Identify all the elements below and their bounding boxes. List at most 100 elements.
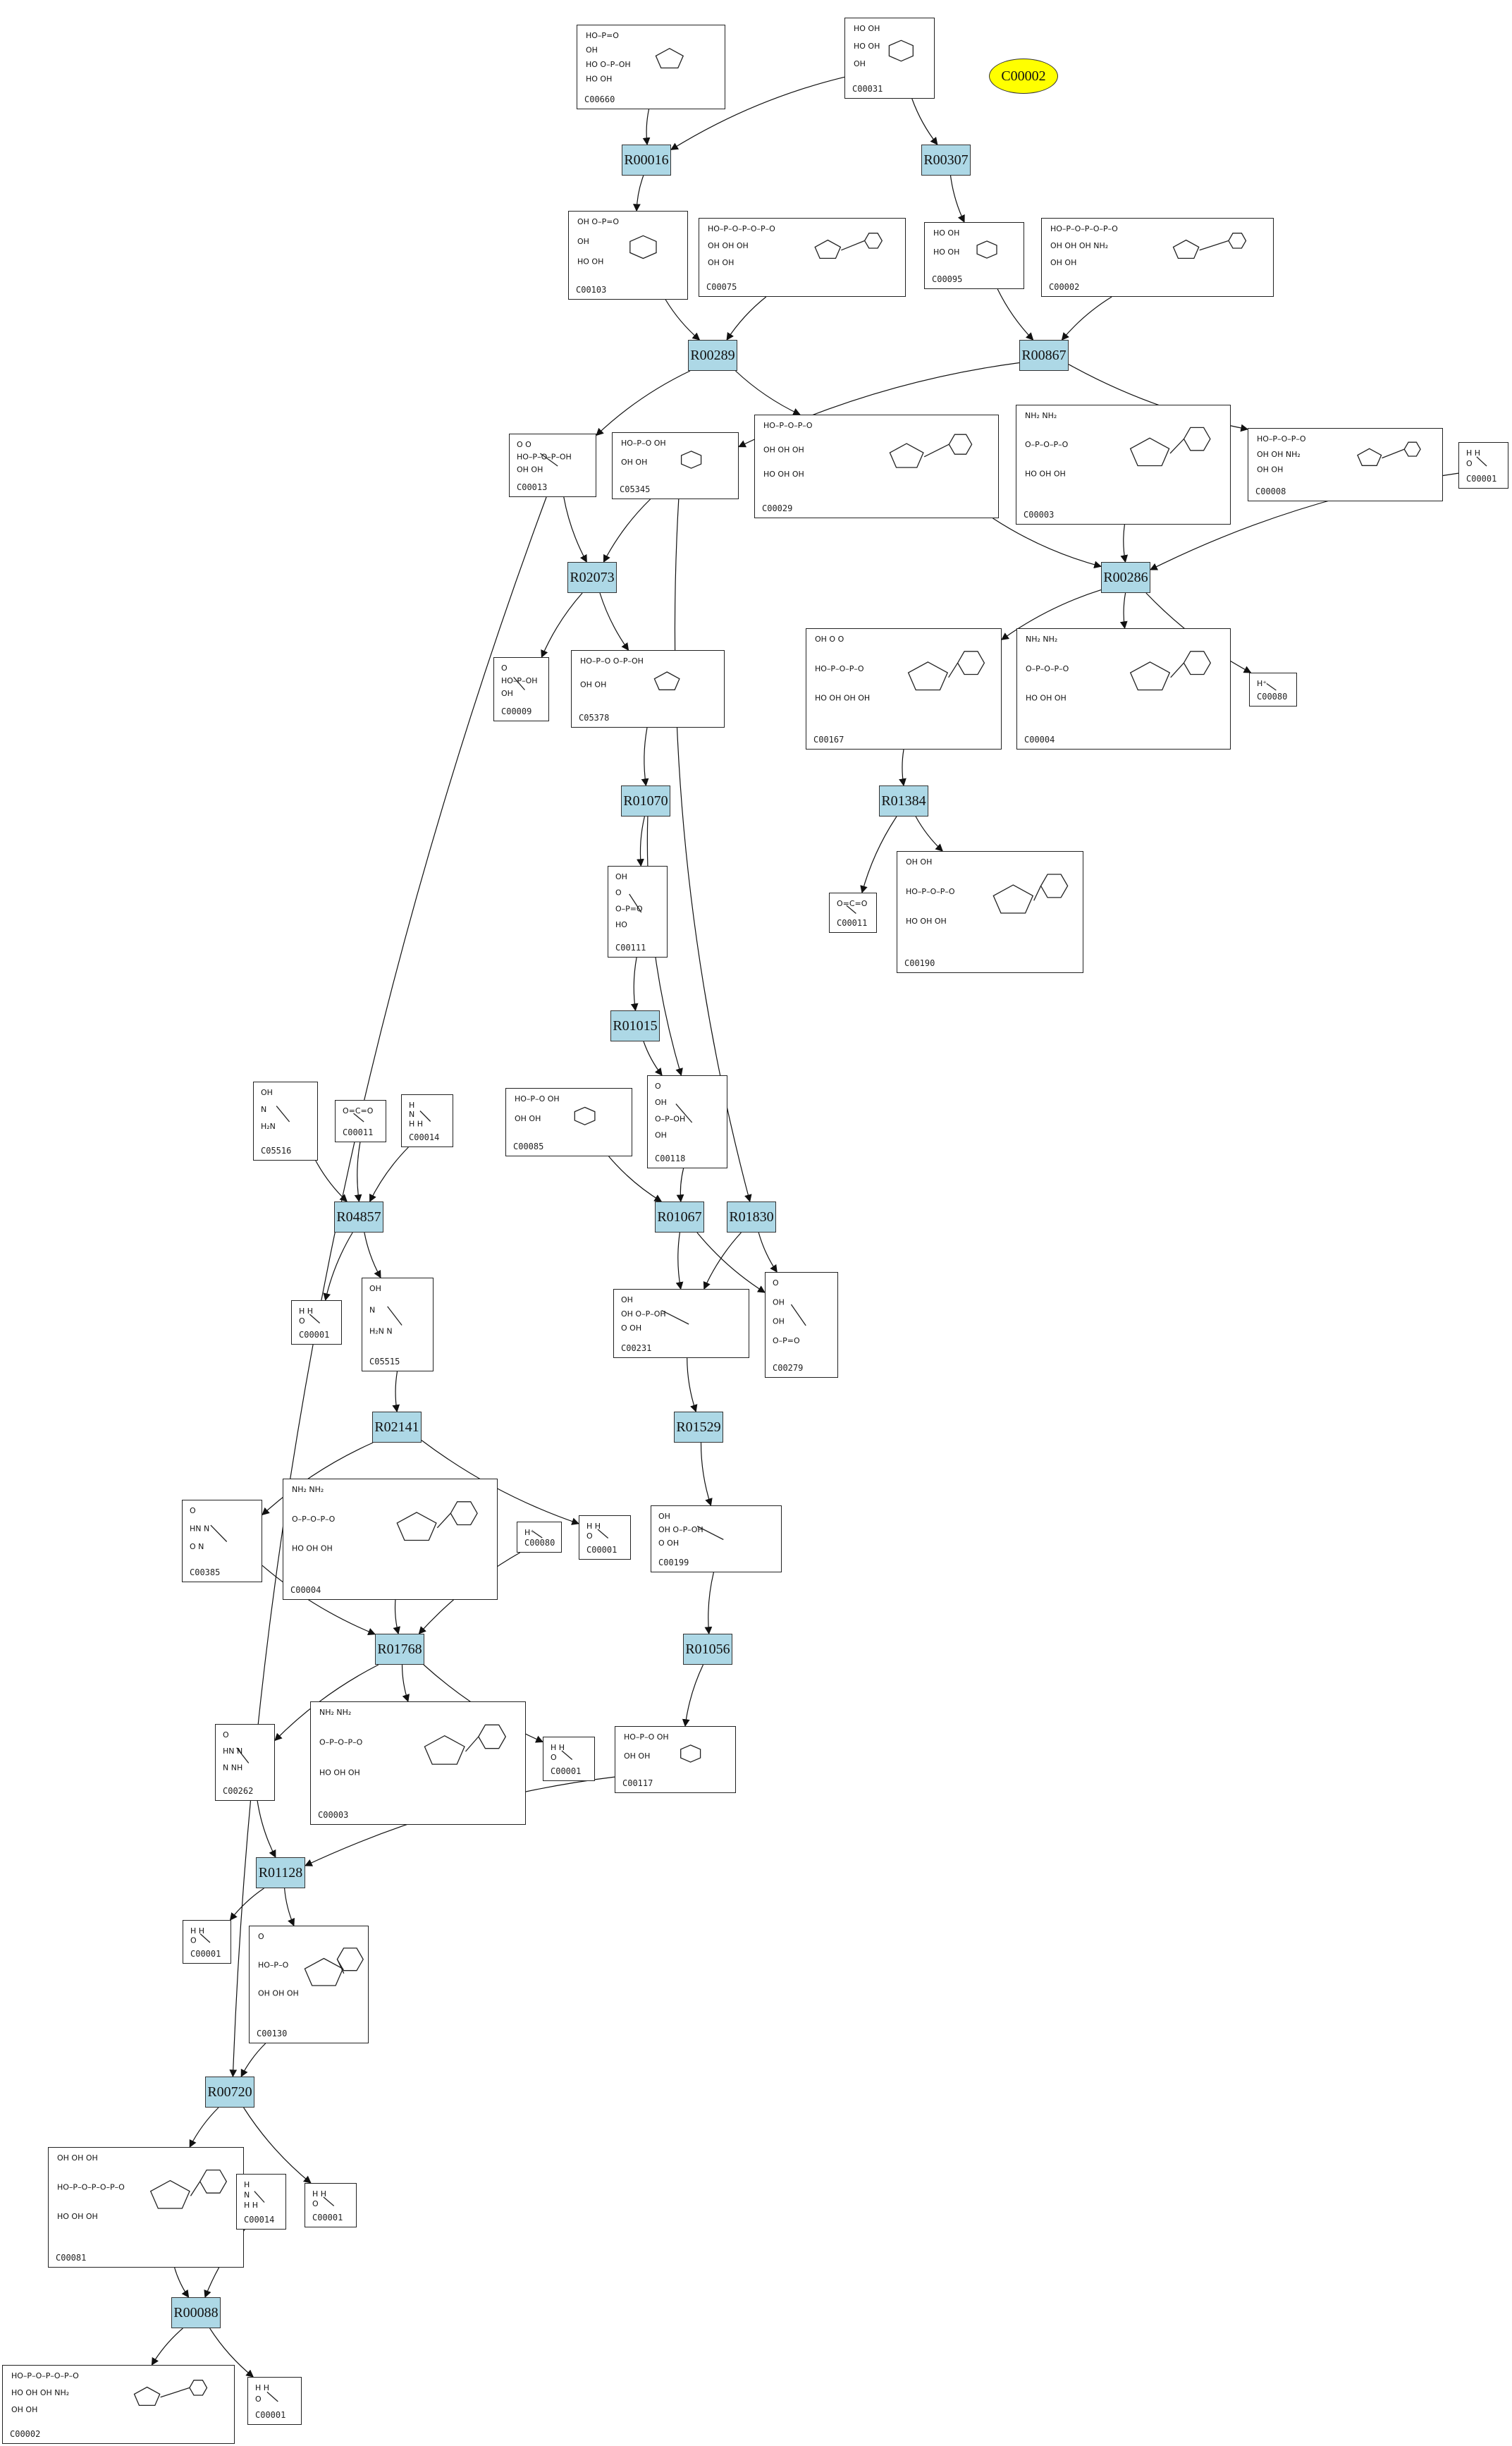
compound-c00002-highlight[interactable]: C00002 <box>989 59 1058 94</box>
reaction-r00720[interactable]: R00720 <box>205 2077 254 2108</box>
reaction-r00289[interactable]: R00289 <box>688 340 737 371</box>
edge-R01128-to-n_c00130 <box>284 1888 295 1926</box>
reaction-r01384[interactable]: R01384 <box>879 785 928 817</box>
compound-c00080-box[interactable]: H⁺C00080 <box>1249 673 1297 707</box>
reaction-r01529[interactable]: R01529 <box>674 1412 723 1443</box>
reaction-r01015[interactable]: R01015 <box>610 1010 660 1041</box>
edge-R04857-to-n_c05515 <box>364 1232 381 1278</box>
edge-n_c00075-to-R00289 <box>726 296 767 341</box>
reaction-r00016[interactable]: R00016 <box>622 145 671 176</box>
structure-text: OH OH <box>517 465 543 474</box>
structure-text: O–P–O–P–O <box>1025 440 1069 449</box>
structure-text: OH <box>369 1284 381 1293</box>
compound-id-label: C00001 <box>312 2213 343 2222</box>
reaction-r00286[interactable]: R00286 <box>1101 562 1150 593</box>
reaction-r01070[interactable]: R01070 <box>621 785 670 817</box>
reaction-r00307[interactable]: R00307 <box>921 145 971 176</box>
edge-R00720-to-n_c00081 <box>189 2107 219 2148</box>
structure-text: HO OH <box>577 257 603 266</box>
structure-text: OH OH <box>515 1114 541 1123</box>
compound-c00080-box[interactable]: H⁺C00080 <box>517 1522 562 1553</box>
reaction-r01067[interactable]: R01067 <box>655 1201 704 1233</box>
edge-R00088-to-n_c00001g <box>209 2328 254 2378</box>
reaction-r01830[interactable]: R01830 <box>727 1201 776 1233</box>
structure-text: N NH <box>223 1763 242 1772</box>
chemical-structure: OHN NN NH <box>223 1730 250 1772</box>
structure-text: HO–P–O–P–O <box>1257 434 1306 444</box>
reaction-r01056[interactable]: R01056 <box>683 1634 732 1665</box>
chemical-structure: H⁺ <box>1257 679 1277 691</box>
reaction-r01128[interactable]: R01128 <box>256 1857 305 1888</box>
reaction-r04857[interactable]: R04857 <box>334 1201 383 1233</box>
edge-n_c00130-to-R00720 <box>240 2043 266 2077</box>
structure-text: HO O–P–OH <box>586 60 631 69</box>
structure-text: OH OH <box>708 258 734 267</box>
reaction-r01768[interactable]: R01768 <box>375 1634 424 1665</box>
structure-text: HO–P=O <box>586 31 619 40</box>
compound-id-label: C00031 <box>852 84 883 94</box>
structure-text: O <box>615 888 622 898</box>
reaction-r00088[interactable]: R00088 <box>171 2297 221 2328</box>
reaction-r02141[interactable]: R02141 <box>372 1412 422 1443</box>
structure-text: HO OH <box>933 247 959 257</box>
structure-text: OH O O <box>815 635 844 644</box>
structure-text: H⁺ <box>1257 679 1267 688</box>
structure-text: H H <box>312 2189 326 2199</box>
structure-text: H₂N <box>261 1122 276 1131</box>
structure-text: OH <box>658 1512 670 1521</box>
reaction-r00867[interactable]: R00867 <box>1019 340 1069 371</box>
reaction-r02073[interactable]: R02073 <box>567 562 617 593</box>
edge-n_c00013-to-R02073 <box>563 496 587 563</box>
compound-id-label: C00001 <box>551 1766 582 1776</box>
